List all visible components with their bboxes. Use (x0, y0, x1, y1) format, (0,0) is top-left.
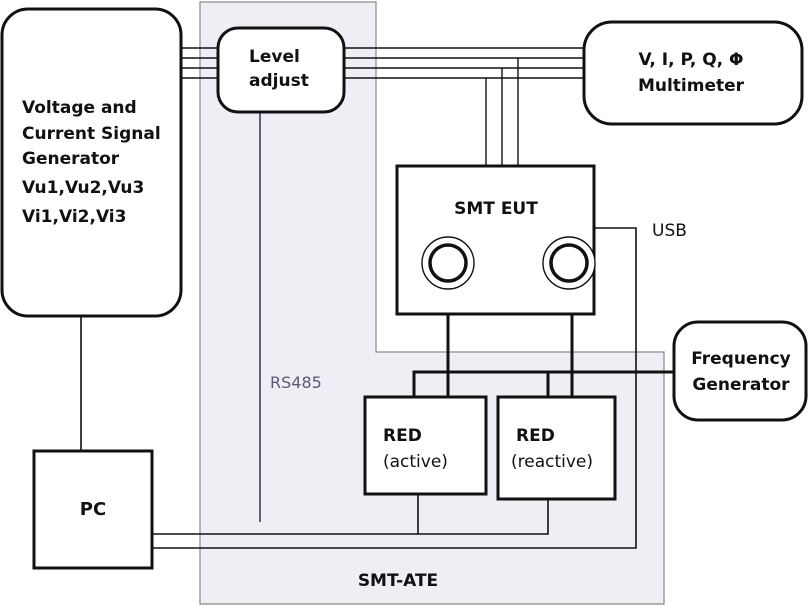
generator-line5: Vi1,Vi2,Vi3 (22, 207, 126, 227)
pc-block: PC (32, 449, 154, 570)
red-reactive-line2: (reactive) (511, 452, 593, 472)
red-active-block: RED (active) (363, 395, 488, 496)
ate-label: SMT-ATE (358, 571, 438, 591)
level-adjust-line2: adjust (249, 71, 309, 91)
red-reactive-line1: RED (516, 426, 555, 446)
multimeter-line2: Multimeter (638, 76, 745, 96)
generator-line1: Voltage and (22, 98, 137, 118)
level-adjust-block: Level adjust (216, 26, 346, 114)
frequency-lines (412, 370, 674, 397)
frequency-line2: Generator (692, 375, 790, 395)
generator-line2: Current Signal (22, 124, 161, 144)
rs485-label: RS485 (270, 373, 322, 392)
multimeter-block: V, I, P, Q, Φ Multimeter (582, 20, 804, 126)
signal-generator-block: Voltage and Current Signal Generator Vu1… (0, 7, 183, 318)
usb-label: USB (652, 221, 687, 241)
level-adjust-line1: Level (249, 47, 300, 67)
eut-port-active (421, 236, 475, 290)
eut-port-reactive (542, 236, 596, 290)
red-active-line2: (active) (383, 452, 448, 472)
multimeter-line1: V, I, P, Q, Φ (638, 50, 743, 70)
red-active-line1: RED (383, 426, 422, 446)
red-reactive-block: RED (reactive) (496, 395, 617, 501)
usb-line (152, 227, 637, 549)
generator-line4: Vu1,Vu2,Vu3 (22, 178, 144, 198)
eut-label: SMT EUT (454, 199, 538, 219)
smt-eut-block: SMT EUT (395, 164, 596, 316)
frequency-generator-block: Frequency Generator (672, 320, 808, 422)
pc-label: PC (80, 499, 106, 520)
frequency-line1: Frequency (691, 349, 791, 369)
signal-bus-lines (181, 47, 584, 166)
generator-line3: Generator (22, 149, 120, 169)
pc-bus-lines (152, 494, 549, 535)
